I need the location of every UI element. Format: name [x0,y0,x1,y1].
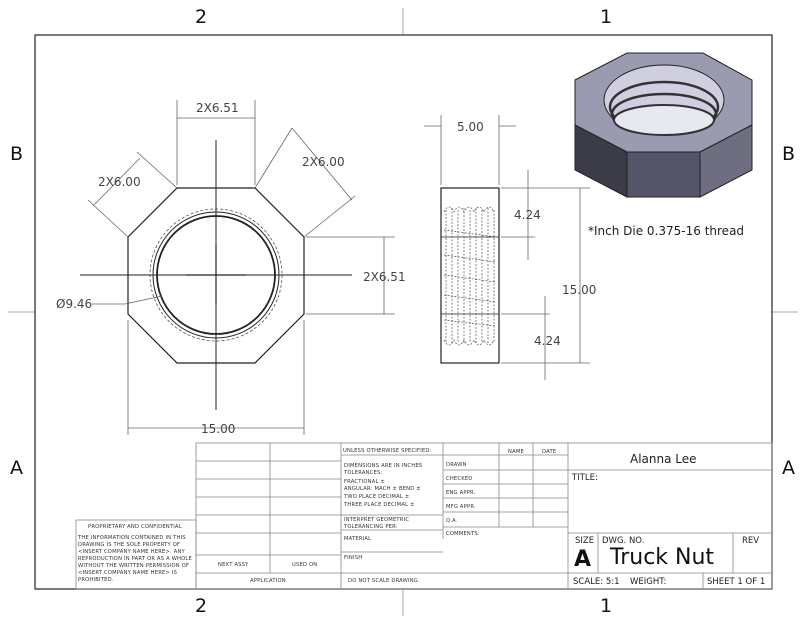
dim-across-flats: 15.00 [201,422,235,436]
tb-interpret: INTERPRET GEOMETRIC [344,517,409,523]
iso-side-right [699,124,753,198]
tb-interpret: TOLERANCING PER: [343,524,398,530]
tb-proprietary-line: PROHIBITED. [78,577,114,583]
thread-note: *Inch Die 0.375-16 thread [588,224,744,238]
zone-label-right-a: A [782,457,795,479]
tb-tol-line: FRACTIONAL ± [344,479,385,485]
front-view [80,140,352,410]
tb-tol-line: ANGULAR: MACH ± BEND ± [344,486,421,492]
dim-bore-diameter: Ø9.46 [56,297,92,311]
dim-diag-left: 2X6.00 [98,175,141,189]
tb-rev-label: REV [742,536,759,546]
octagon-outline [127,187,305,364]
tb-tol-line: THREE PLACE DECIMAL ± [343,502,415,508]
thread-hidden-lines [443,206,497,346]
dim-flats-right: 2X6.51 [363,270,406,284]
iso-side-front [626,151,701,198]
tb-size-value: A [574,547,591,572]
tb-row-comments: COMMENTS: [446,531,480,537]
side-view [440,187,500,364]
tb-dwg-no-value: Truck Nut [609,545,714,570]
tb-tol-line: DIMENSIONS ARE IN INCHES [344,463,422,469]
tb-proprietary-line: <INSERT COMPANY NAME HERE>. ANY [78,549,186,555]
tb-unless-specified: UNLESS OTHERWISE SPECIFIED: [343,448,432,454]
tb-row-mfg-appr: MFG APPR. [446,504,476,510]
tb-row-eng-appr: ENG APPR. [446,490,476,496]
zone-label-bottom-1: 1 [600,595,612,617]
tb-do-not-scale: DO NOT SCALE DRAWING [348,578,418,584]
tb-scale: SCALE: 5:1 [573,577,620,587]
tb-next-assy: NEXT ASSY [218,562,249,568]
side-view-dimensions: 5.00 15.00 4.24 4.24 [424,115,596,380]
side-outline [440,187,500,364]
tb-sheet: SHEET 1 OF 1 [707,577,765,587]
tb-application: APPLICATION [250,578,286,584]
tb-tol-line: TWO PLACE DECIMAL ± [343,494,409,500]
zone-label-bottom-2: 2 [195,595,207,617]
dim-thickness: 5.00 [457,120,484,134]
tb-weight: WEIGHT: [630,577,666,587]
tb-proprietary-line: <INSERT COMPANY NAME HERE> IS [78,570,177,576]
zone-label-top-2: 2 [195,6,207,28]
dim-height: 15.00 [562,283,596,297]
dim-flats-top: 2X6.51 [196,101,239,115]
tb-finish: FINISH [344,555,362,561]
tb-proprietary-line: DRAWING IS THE SOLE PROPERTY OF [78,542,180,548]
tb-proprietary-line: WITHOUT THE WRITTEN PERMISSION OF [78,563,189,569]
tb-name-col: NAME [508,449,524,455]
zone-label-top-1: 1 [600,6,612,28]
tb-row-checked: CHECKED [446,476,473,482]
title-block: UNLESS OTHERWISE SPECIFIED: NAME DATE DI… [75,442,773,590]
tb-tol-line: TOLERANCES: [343,470,382,476]
tb-date-col: DATE [542,449,556,455]
zone-label-right-b: B [782,143,795,165]
tb-row-qa: Q.A. [446,518,458,524]
tb-used-on: USED ON [292,562,317,568]
tb-proprietary-line: THE INFORMATION CONTAINED IN THIS [77,535,186,541]
tb-company-name: Alanna Lee [630,452,697,466]
isometric-view [574,52,753,198]
tb-size-label: SIZE [575,536,594,546]
front-view-dimensions: 2X6.51 2X6.00 2X6.00 2X6.51 Ø9.46 15.00 [56,100,406,436]
tb-dwg-no-label: DWG. NO. [602,536,644,546]
zone-label-left-b: B [10,143,23,165]
dim-chamfer-top: 4.24 [514,208,541,222]
tb-row-drawn: DRAWN [446,462,467,468]
tb-proprietary-title: PROPRIETARY AND CONFIDENTIAL [88,524,182,530]
tb-material: MATERIAL [344,536,371,542]
tb-title-label: TITLE: [571,473,598,483]
tb-proprietary-line: REPRODUCTION IN PART OR AS A WHOLE [78,556,192,562]
dim-chamfer-bottom: 4.24 [534,334,561,348]
dim-diag-right: 2X6.00 [302,155,345,169]
zone-label-left-a: A [10,457,23,479]
